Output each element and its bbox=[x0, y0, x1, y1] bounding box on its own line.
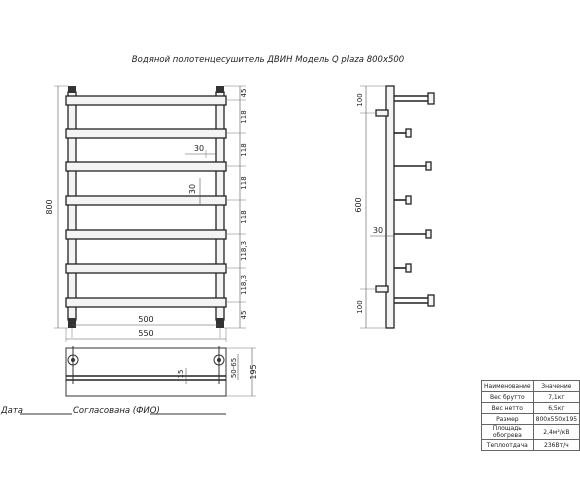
spacing-5: 118 bbox=[240, 210, 248, 223]
right-connection-icon bbox=[213, 354, 225, 366]
agreed-label: Согласована (ФИО) bbox=[73, 406, 160, 416]
spec-value: 7,1кг bbox=[532, 391, 580, 403]
spec-value: 6,5кг bbox=[532, 402, 580, 414]
side-bottom-100: 100 bbox=[356, 300, 364, 313]
table-row: Теплоотдача 236Вт/ч bbox=[481, 439, 580, 451]
side-view: 100 600 100 30 bbox=[354, 85, 435, 329]
rung-2 bbox=[65, 128, 227, 139]
right-rail-top-cap bbox=[216, 86, 224, 93]
signature-line: Дата Согласована (ФИО) bbox=[0, 406, 226, 416]
side-bottom-bracket bbox=[375, 285, 389, 293]
spacing-4: 118 bbox=[240, 176, 248, 189]
spacing-8: 45 bbox=[240, 311, 248, 320]
spec-header-value: Значение bbox=[532, 380, 580, 392]
spec-name: Вес брутто bbox=[481, 391, 534, 403]
technical-drawing: Водяной полотенцесушитель ДВИН Модель Q … bbox=[0, 55, 435, 416]
outer-width-label: 550 bbox=[138, 329, 153, 338]
side-middle-600: 600 bbox=[354, 197, 363, 212]
spec-value: 800x550x195 bbox=[532, 413, 580, 425]
spacing-3: 118 bbox=[240, 143, 248, 156]
table-row: Площадь обогрева 2,4м²/кВ bbox=[481, 424, 580, 440]
top-view: 195 50-65 15 bbox=[65, 346, 258, 397]
label-30-vertical: 30 bbox=[188, 184, 197, 194]
label-15: 15 bbox=[177, 370, 185, 379]
left-rail bbox=[67, 91, 77, 321]
spec-name: Вес нетто bbox=[481, 402, 534, 414]
left-rail-bottom-cap bbox=[68, 318, 76, 328]
side-top-bracket bbox=[375, 109, 389, 117]
rung-5 bbox=[65, 229, 227, 240]
table-row: Вес нетто 6,5кг bbox=[481, 402, 580, 414]
label-50-65: 50-65 bbox=[230, 358, 238, 378]
side-top-100: 100 bbox=[356, 93, 364, 106]
spec-name: Площадь обогрева bbox=[481, 424, 534, 440]
spec-table: Наименование Значение Вес брутто 7,1кг В… bbox=[481, 380, 580, 451]
rung-1 bbox=[65, 95, 227, 106]
rung-4 bbox=[65, 195, 227, 206]
label-195: 195 bbox=[249, 364, 258, 379]
spacing-7: 118,3 bbox=[240, 275, 248, 295]
label-30-horizontal: 30 bbox=[194, 144, 204, 153]
right-rail bbox=[215, 91, 225, 321]
inner-width-label: 500 bbox=[138, 315, 153, 324]
rung-3 bbox=[65, 161, 227, 172]
top-view-frame bbox=[65, 347, 227, 397]
spec-value: 2,4м²/кВ bbox=[532, 424, 580, 440]
date-label: Дата bbox=[0, 406, 23, 416]
height-800-label: 800 bbox=[45, 199, 54, 214]
rung-6 bbox=[65, 263, 227, 274]
spacing-6: 118,3 bbox=[240, 241, 248, 261]
spacing-2: 118 bbox=[240, 110, 248, 123]
spec-value: 236Вт/ч bbox=[532, 439, 580, 451]
side-label-30: 30 bbox=[373, 226, 383, 235]
spacing-1: 45 bbox=[240, 89, 248, 98]
front-view: 800 45 118 118 118 118 118,3 118,3 45 30… bbox=[45, 85, 248, 342]
left-rail-top-cap bbox=[68, 86, 76, 93]
table-row: Вес брутто 7,1кг bbox=[481, 391, 580, 403]
spec-name: Теплоотдача bbox=[481, 439, 534, 451]
spec-header-row: Наименование Значение bbox=[481, 380, 580, 392]
table-row: Размер 800x550x195 bbox=[481, 413, 580, 425]
left-connection-icon bbox=[67, 354, 79, 366]
side-knobs bbox=[394, 128, 432, 273]
spec-name: Размер bbox=[481, 413, 534, 425]
right-rail-bottom-cap bbox=[216, 318, 224, 328]
rung-7 bbox=[65, 297, 227, 308]
side-rail bbox=[385, 85, 395, 329]
spec-header-name: Наименование bbox=[481, 380, 534, 392]
drawing-title: Водяной полотенцесушитель ДВИН Модель Q … bbox=[132, 55, 404, 65]
